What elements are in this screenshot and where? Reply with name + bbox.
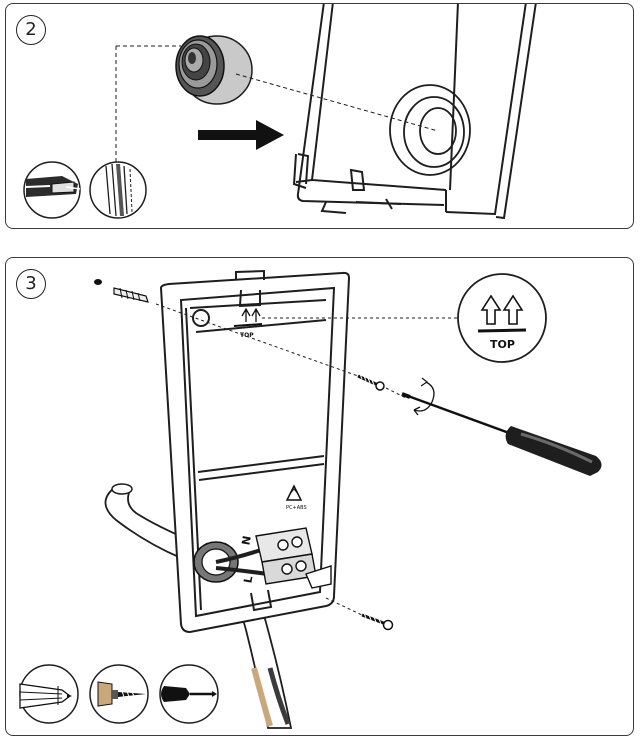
recycle-label: PC+ABS: [286, 505, 307, 511]
mounting-screw-top: [357, 373, 385, 391]
housing-back-box: [292, 4, 537, 220]
step-3-panel: 3 TOP: [5, 257, 634, 736]
wall-plug: [94, 279, 149, 303]
insert-direction-arrow: [198, 120, 284, 150]
step-3-illustration: TOP PC+ABS N L: [19, 269, 602, 729]
top-marking-on-box: TOP: [233, 307, 263, 339]
step-2-panel: 2: [5, 3, 634, 229]
terminal-label-n: N: [239, 535, 253, 546]
drill-bit-icon: [89, 664, 149, 724]
mounting-screw-bottom: [361, 612, 394, 631]
cable-entry-hole: [389, 84, 471, 176]
assembly-guide-lines: [115, 45, 439, 164]
screwdriver-icon: [159, 664, 219, 724]
step-2-illustration: [23, 4, 537, 220]
recycle-icon: PC+ABS: [285, 484, 307, 511]
terminal-label-l: L: [241, 575, 255, 584]
screwdriver: [401, 377, 602, 476]
step-number-badge: 2: [16, 15, 46, 45]
utility-knife-icon: [23, 161, 81, 219]
grommet-cross-section-icon: [89, 161, 147, 219]
top-marking-zoom: TOP: [457, 273, 547, 363]
pencil-icon: [19, 664, 79, 724]
rubber-grommet: [175, 35, 253, 105]
top-label-small: TOP: [240, 332, 254, 339]
terminal-block: [255, 527, 332, 589]
step-number-badge: 3: [16, 269, 46, 299]
inner-wires: [215, 548, 269, 576]
top-label-large: TOP: [490, 338, 515, 351]
